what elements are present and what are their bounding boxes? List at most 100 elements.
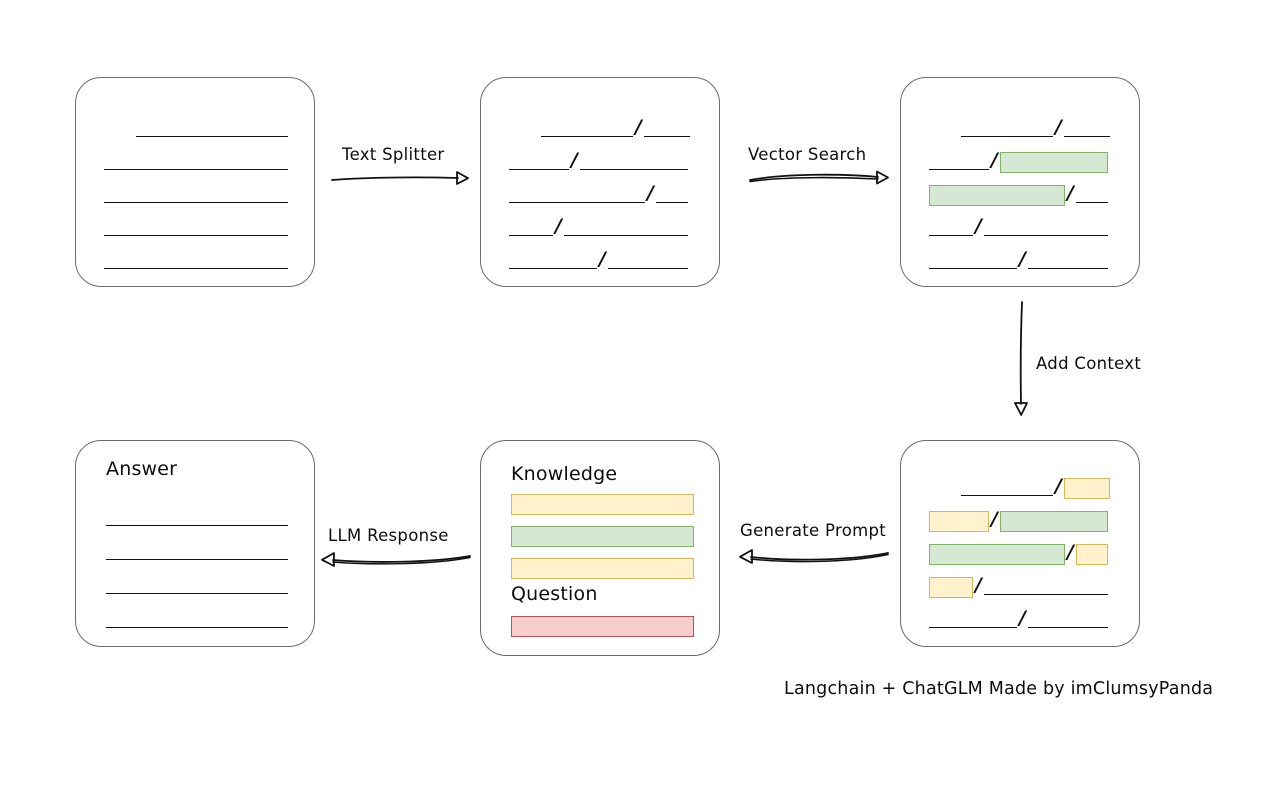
document-line: / bbox=[929, 247, 1108, 272]
text-line-segment bbox=[1063, 136, 1110, 137]
question-bars bbox=[481, 441, 719, 655]
text-line-segment bbox=[929, 235, 973, 236]
chunk-separator-slash: / bbox=[1067, 181, 1074, 204]
arrow-add-context bbox=[1014, 301, 1028, 416]
question-label: Question bbox=[511, 583, 598, 605]
chunk-separator-slash: / bbox=[1055, 474, 1062, 497]
edge-label-text-splitter: Text Splitter bbox=[342, 145, 445, 164]
knowledge-label: Knowledge bbox=[511, 463, 618, 485]
arrow-text-splitter bbox=[331, 171, 469, 185]
document-line bbox=[106, 507, 288, 529]
knowledge-bar-yellow bbox=[511, 494, 694, 515]
chunk-separator-slash: / bbox=[1019, 606, 1026, 629]
chunk-separator-slash: / bbox=[635, 115, 642, 138]
diagram-caption: Langchain + ChatGLM Made by imClumsyPand… bbox=[784, 679, 1214, 699]
text-line-segment bbox=[563, 235, 688, 236]
document-line: / bbox=[509, 247, 688, 272]
text-line-segment bbox=[1027, 268, 1108, 269]
chunk-separator-slash: / bbox=[571, 148, 578, 171]
text-line-segment bbox=[104, 235, 288, 236]
text-line-segment bbox=[509, 235, 553, 236]
text-line-segment bbox=[106, 559, 288, 560]
text-line-segment bbox=[929, 268, 1017, 269]
text-line-segment bbox=[541, 136, 633, 137]
text-line-segment bbox=[104, 169, 288, 170]
document-line bbox=[106, 541, 288, 563]
answer-label: Answer bbox=[106, 458, 178, 480]
document-line: / bbox=[961, 474, 1110, 499]
highlight-chunk-green bbox=[999, 510, 1108, 532]
text-line-segment bbox=[509, 202, 645, 203]
knowledge-bars bbox=[481, 441, 719, 655]
document-line bbox=[136, 118, 288, 140]
highlight-chunk-yellow bbox=[1075, 543, 1108, 565]
chunk-separator-slash: / bbox=[1019, 247, 1026, 270]
edge-label-generate-prompt: Generate Prompt bbox=[740, 521, 886, 540]
text-line-segment bbox=[929, 627, 1017, 628]
matched-chunks-card[interactable]: / / / / / bbox=[900, 77, 1140, 287]
document-line: / bbox=[929, 214, 1108, 239]
text-line-segment bbox=[579, 169, 688, 170]
document-line: / bbox=[509, 148, 688, 173]
text-line-segment bbox=[509, 268, 597, 269]
highlight-chunk-yellow bbox=[929, 510, 989, 532]
document-line bbox=[104, 151, 288, 173]
prompt-card[interactable]: Knowledge Question bbox=[480, 440, 720, 656]
text-line-segment bbox=[655, 202, 688, 203]
document-line bbox=[104, 250, 288, 272]
text-line-segment bbox=[607, 268, 688, 269]
chunk-separator-slash: / bbox=[555, 214, 562, 237]
highlight-chunk-green bbox=[929, 543, 1065, 565]
text-line-segment bbox=[929, 169, 989, 170]
document-line: / bbox=[929, 148, 1108, 173]
highlight-chunk-green bbox=[929, 184, 1065, 206]
document-line: / bbox=[929, 540, 1108, 565]
document-line: / bbox=[929, 181, 1108, 206]
text-line-segment bbox=[106, 593, 288, 594]
chunk-separator-slash: / bbox=[975, 214, 982, 237]
document-line bbox=[104, 217, 288, 239]
answer-card[interactable]: Answer bbox=[75, 440, 315, 647]
answer-rows bbox=[76, 441, 314, 646]
text-line-segment bbox=[106, 525, 288, 526]
highlight-chunk-yellow bbox=[929, 576, 973, 598]
document-line: / bbox=[961, 117, 1110, 140]
text-line-segment bbox=[509, 169, 569, 170]
document-line: / bbox=[929, 509, 1108, 532]
text-line-segment bbox=[961, 136, 1053, 137]
arrow-generate-prompt bbox=[739, 549, 889, 564]
edge-label-vector-search: Vector Search bbox=[748, 145, 867, 164]
document-line: / bbox=[929, 606, 1108, 631]
document-line: / bbox=[509, 183, 688, 206]
source-document-card[interactable] bbox=[75, 77, 315, 287]
arrow-vector-search bbox=[749, 170, 889, 185]
text-line-segment bbox=[106, 627, 288, 628]
arrow-llm-response bbox=[321, 552, 471, 567]
text-line-segment bbox=[1027, 627, 1108, 628]
highlight-chunk-green bbox=[999, 151, 1108, 173]
text-line-segment bbox=[104, 268, 288, 269]
document-line: / bbox=[929, 575, 1108, 598]
chunk-separator-slash: / bbox=[599, 247, 606, 270]
context-chunks-rows: / / / / / bbox=[901, 441, 1139, 646]
text-line-segment bbox=[961, 495, 1053, 496]
highlight-chunk-yellow bbox=[1063, 477, 1110, 499]
knowledge-bar-green bbox=[511, 526, 694, 547]
document-line: / bbox=[509, 214, 688, 239]
chunk-separator-slash: / bbox=[991, 148, 998, 171]
text-line-segment bbox=[1075, 202, 1108, 203]
chunk-separator-slash: / bbox=[1067, 540, 1074, 563]
question-bar-red bbox=[511, 616, 694, 637]
split-chunks-card[interactable]: / / / / / bbox=[480, 77, 720, 287]
split-chunks-rows: / / / / / bbox=[481, 78, 719, 286]
text-line-segment bbox=[983, 594, 1108, 595]
knowledge-bar-yellow bbox=[511, 558, 694, 579]
text-line-segment bbox=[104, 202, 288, 203]
source-document-rows bbox=[76, 78, 314, 286]
context-chunks-card[interactable]: / / / / / bbox=[900, 440, 1140, 647]
document-line bbox=[104, 184, 288, 206]
text-line-segment bbox=[983, 235, 1108, 236]
document-line bbox=[106, 575, 288, 597]
edge-label-add-context: Add Context bbox=[1036, 354, 1142, 373]
